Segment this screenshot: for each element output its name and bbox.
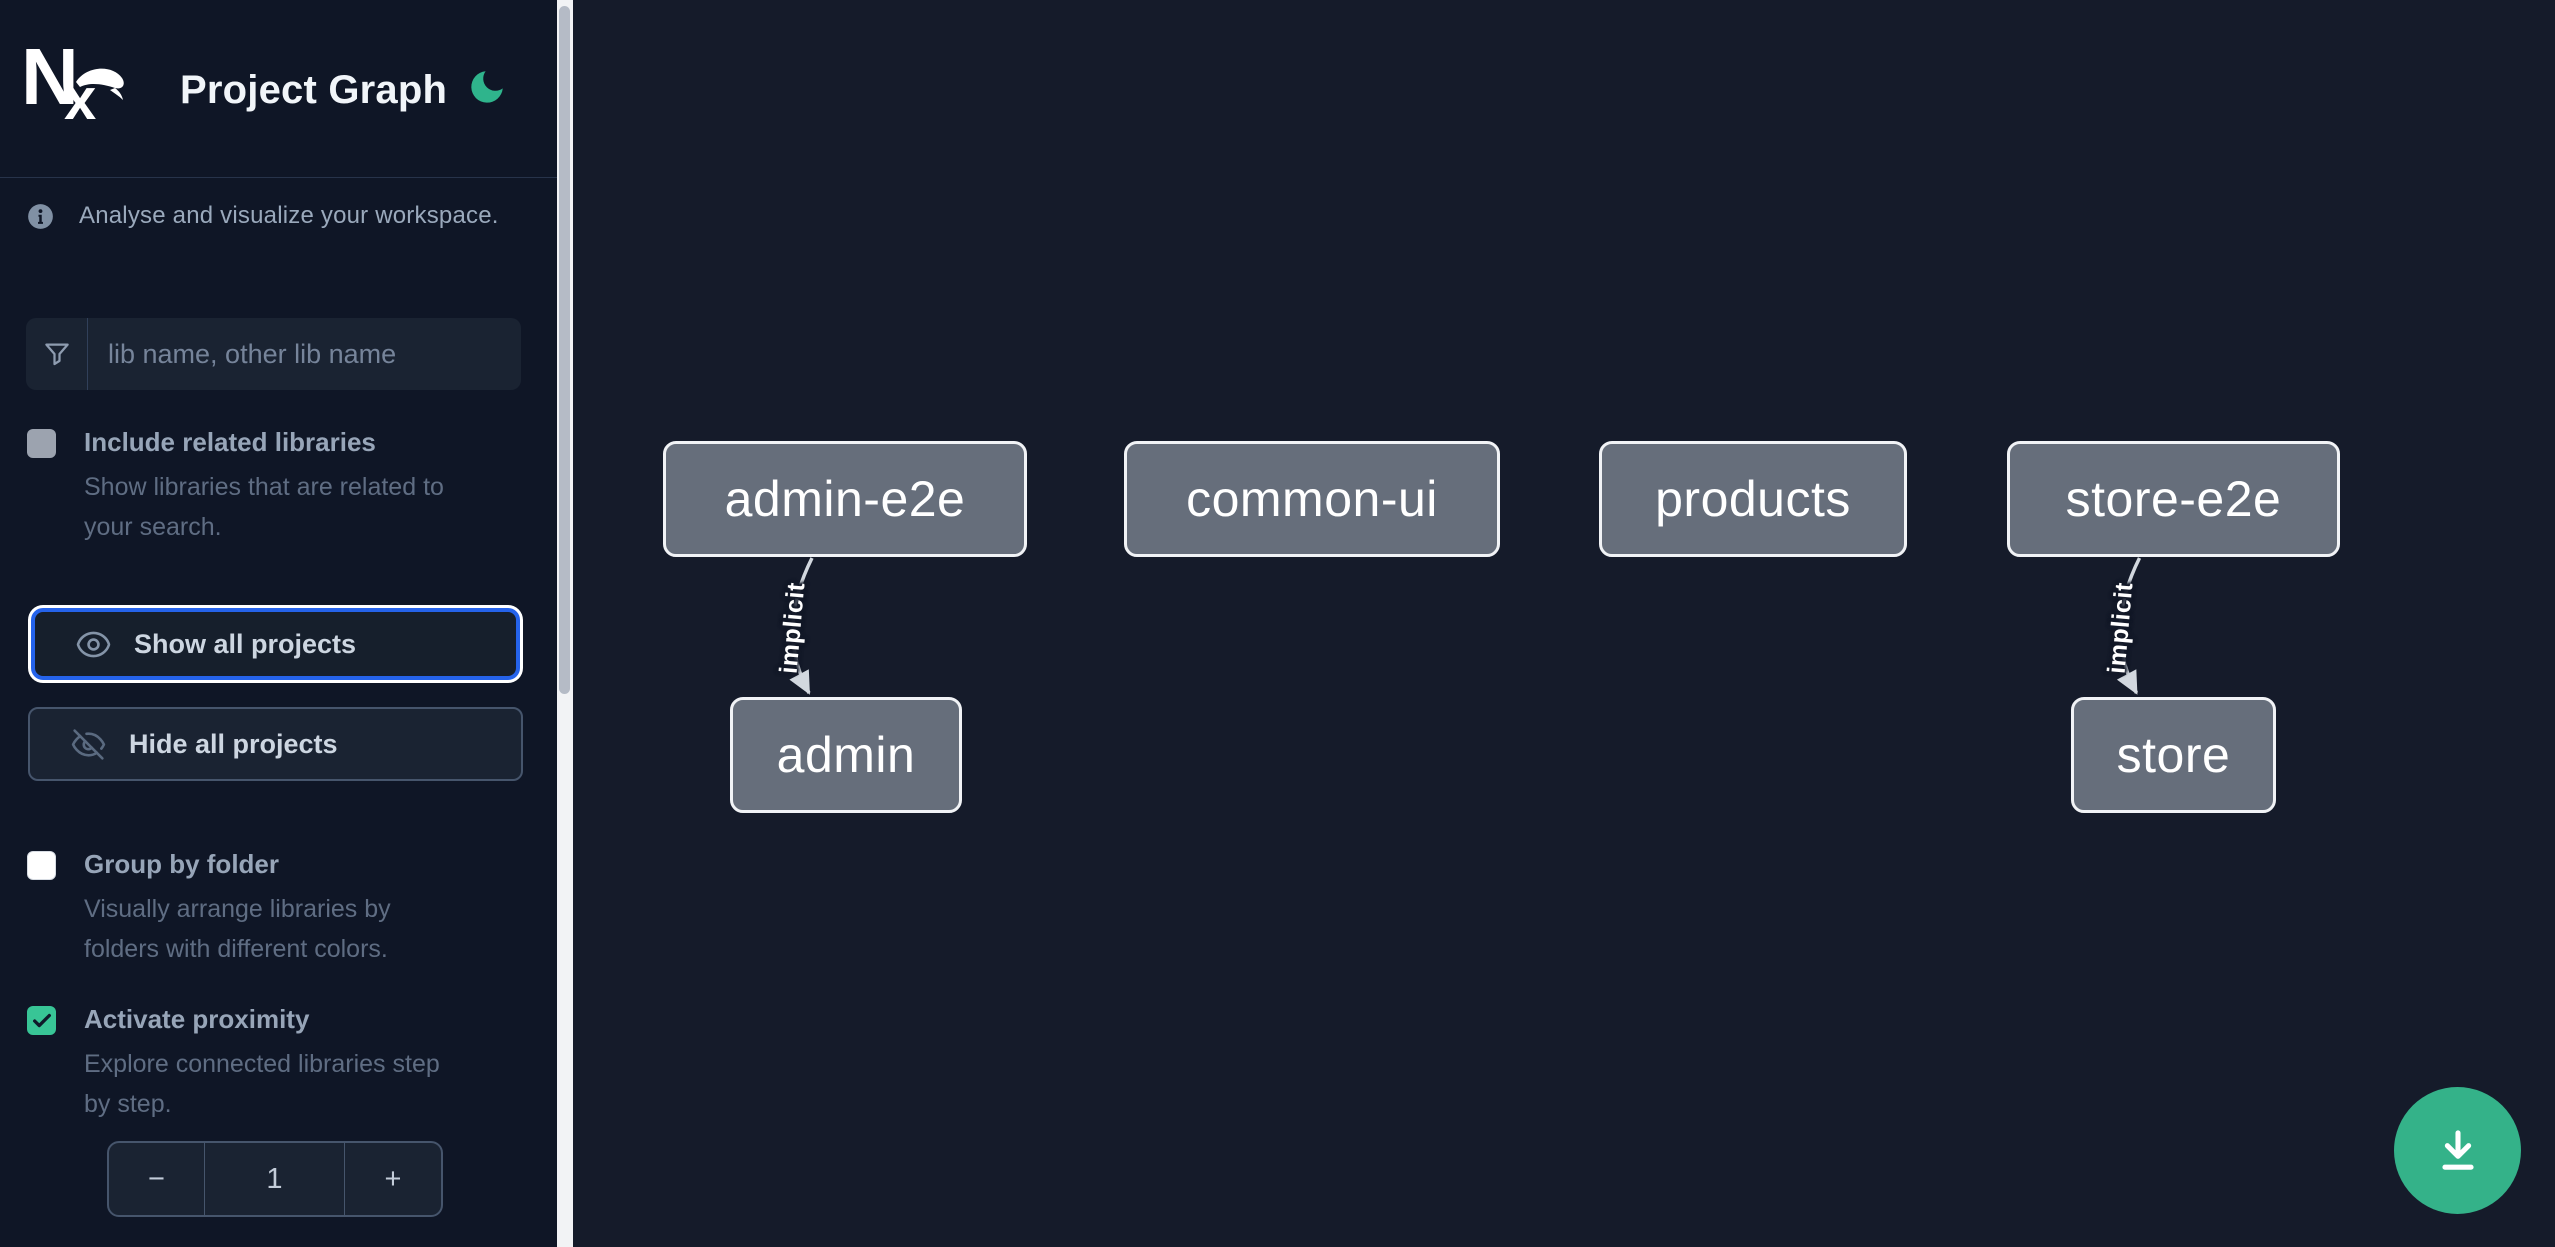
- proximity-depth-value: 1: [205, 1143, 345, 1215]
- app-title: Project Graph: [180, 68, 448, 112]
- graph-node-admin-e2e[interactable]: admin-e2e: [663, 441, 1027, 557]
- info-text: Analyse and visualize your workspace.: [79, 202, 499, 229]
- toggle-label: Group by folder: [84, 849, 279, 879]
- show-all-projects-button[interactable]: Show all projects: [31, 608, 520, 680]
- moon-icon[interactable]: [466, 66, 508, 108]
- toggle-label: Activate proximity: [84, 1004, 310, 1034]
- search-input[interactable]: [88, 318, 521, 390]
- graph-node-products[interactable]: products: [1599, 441, 1907, 557]
- proximity-depth-stepper: − 1 +: [107, 1141, 443, 1217]
- download-icon: [2441, 1129, 2474, 1170]
- graph-node-store[interactable]: store: [2071, 697, 2276, 813]
- toggle-description: Explore connected libraries step by step…: [84, 1050, 440, 1118]
- hide-all-projects-label: Hide all projects: [129, 728, 338, 759]
- hide-all-projects-button[interactable]: Hide all projects: [28, 707, 523, 781]
- toggle-description: Visually arrange libraries by folders wi…: [84, 895, 391, 963]
- sidebar-scrollbar-track[interactable]: [557, 0, 573, 1247]
- decrement-button[interactable]: −: [109, 1143, 205, 1215]
- download-graph-button[interactable]: [2394, 1087, 2521, 1214]
- graph-node-common-ui[interactable]: common-ui: [1124, 441, 1500, 557]
- group-by-folder-checkbox[interactable]: [27, 851, 56, 880]
- graph-canvas[interactable]: [573, 0, 2555, 1247]
- sidebar-header: N x Project Graph: [0, 0, 557, 178]
- toggle-description: Show libraries that are related to your …: [84, 473, 444, 541]
- show-all-projects-label: Show all projects: [134, 628, 357, 659]
- toggle-activate-proximity: Activate proximity Explore connected lib…: [27, 1003, 527, 1124]
- eye-icon: [76, 631, 111, 657]
- graph-node-store-e2e[interactable]: store-e2e: [2007, 441, 2340, 557]
- activate-proximity-checkbox[interactable]: [27, 1006, 56, 1035]
- checkmark-icon: [32, 1013, 51, 1027]
- toggle-group-by-folder: Group by folder Visually arrange librari…: [27, 848, 527, 969]
- sidebar: N x Project Graph Analyse and visualize …: [0, 0, 557, 1247]
- workspace-info: Analyse and visualize your workspace.: [27, 202, 499, 230]
- svg-text:N: N: [26, 36, 74, 121]
- nx-logo: N x: [26, 36, 124, 124]
- include-related-checkbox[interactable]: [27, 429, 56, 458]
- increment-button[interactable]: +: [384, 1162, 402, 1195]
- toggle-include-related: Include related libraries Show libraries…: [27, 426, 527, 547]
- search-box: [26, 318, 521, 390]
- filter-icon: [26, 318, 88, 390]
- graph-node-admin[interactable]: admin: [730, 697, 962, 813]
- toggle-label: Include related libraries: [84, 427, 376, 457]
- info-icon: [28, 203, 53, 229]
- sidebar-scrollbar-thumb[interactable]: [559, 6, 570, 694]
- eye-off-icon: [71, 728, 106, 760]
